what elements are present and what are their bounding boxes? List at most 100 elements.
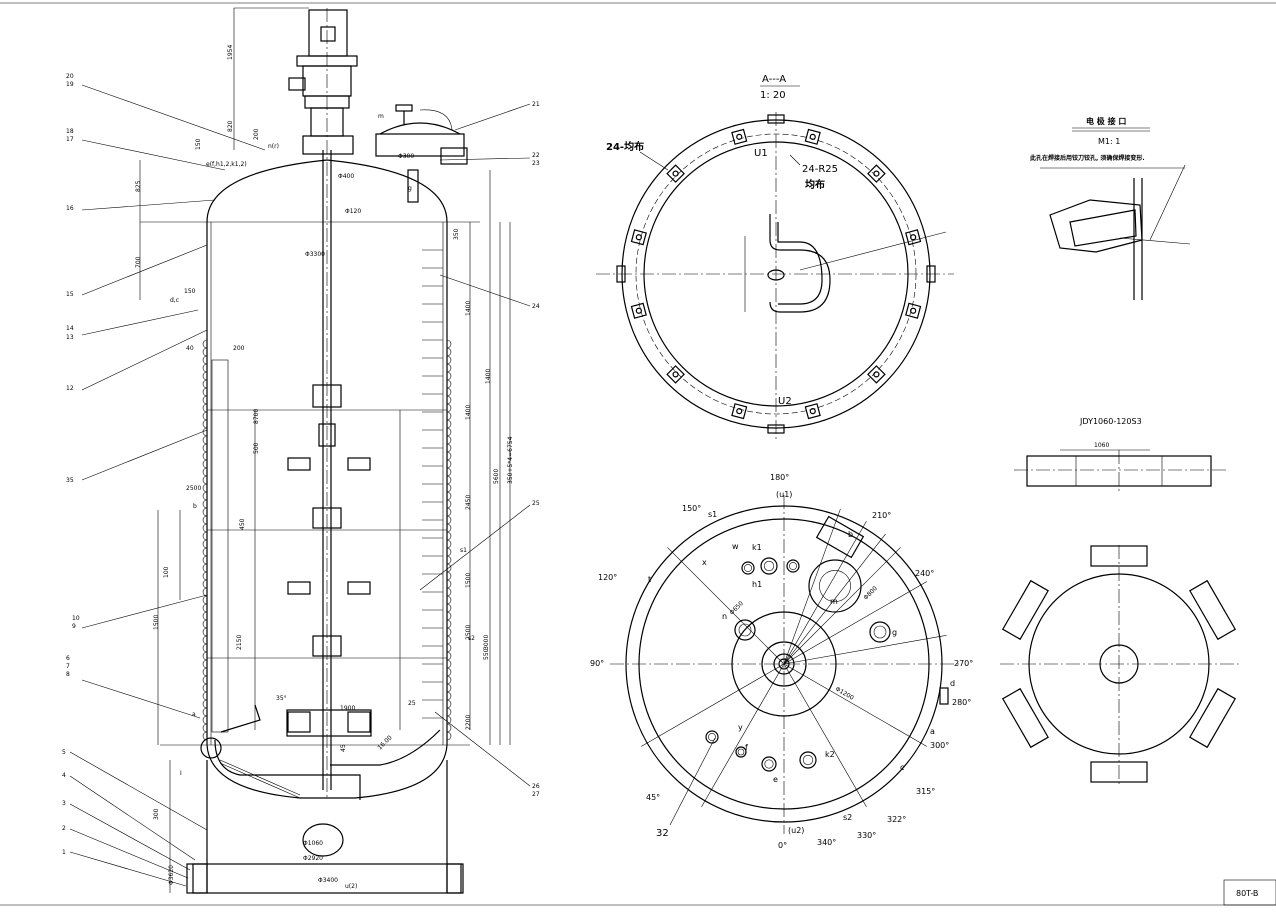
coil-turn-left [202,683,208,693]
coil-turn-left [202,587,208,597]
dimension-text: 825 [135,180,142,192]
dimension-text: 1954 [227,45,234,60]
angle-label: 45° [646,793,660,802]
coil-turn-right [446,475,452,485]
nozzle-bore [802,754,814,766]
coil-turn-left [202,339,208,349]
bolt-hole [736,133,743,140]
dimension-text: 1900 [340,705,355,712]
coil-turn-left [202,715,208,725]
nozzle-bore [819,570,851,602]
coil-turn-right [446,443,452,453]
coil-turn-left [202,531,208,541]
callout-number: 5 [62,749,66,756]
nozzle-label: e [773,775,778,784]
nozzle-label: w [732,542,739,551]
coil-turn-left [202,563,208,573]
coil-turn-right [446,723,452,733]
coil-turn-left [202,707,208,717]
coil-turn-right [446,595,452,605]
nozzle-label: g [892,628,897,637]
coil-turn-left [202,723,208,733]
angle-label: 270° [954,659,973,668]
orientation-ray [783,635,947,665]
lug [616,265,626,283]
bolt-block [905,302,922,319]
slots-label: 24-R25 [802,164,838,175]
coil-turn-left [202,595,208,605]
coil-turn-left [202,627,208,637]
angle-label: 90° [590,659,604,668]
nozzle-label: m [378,113,384,120]
nozzle-label: n(r) [268,143,279,150]
plan-dimension: Φ1200 [834,686,855,702]
uniform-label: 均布 [805,178,825,191]
coil-turn-right [446,715,452,725]
u1-label: U1 [754,148,768,159]
blade [1001,579,1049,641]
coil-turn-right [446,347,452,357]
coil-turn-left [202,419,208,429]
blade [1189,687,1237,749]
angle-label: 322° [887,815,906,824]
coil-turn-left [202,451,208,461]
manhole [375,104,468,203]
callout-number: 17 [66,136,74,143]
callout-number: 16 [66,205,74,212]
coil-turn-right [446,627,452,637]
coil-turn-right [446,643,452,653]
callout-numbers: 2019181716151413123510967854321212223242… [62,73,540,856]
dimension-text: 100 [163,566,170,578]
dimension-text: 550 [483,648,490,660]
coil-turn-right [446,603,452,613]
bolt-block [804,403,821,420]
baffle-detail: JDY1060-120S3 1060 [1014,417,1226,492]
coil-turn-left [202,411,208,421]
bolt-hole [672,371,679,378]
nozzle-label: e(f,h1,2,k1,2) [206,161,247,168]
dimension-text: 150 [195,138,202,150]
bolt-block [630,229,647,246]
nozzle-circle [761,756,777,772]
dimension-text: Φ3300 [305,251,325,258]
coil-turn-left [202,651,208,661]
callout-number: 24 [532,303,540,310]
dimension-text: 2450 [465,495,472,510]
callout-number: 21 [532,101,540,108]
coil-turn-right [446,395,452,405]
dimension-text: 350 [453,228,460,240]
nozzle-label: t [648,575,651,584]
nozzle-label: I [180,770,182,777]
dimension-text: 500 [253,442,260,454]
coil-turn-right [446,491,452,501]
coil-turn-right [446,363,452,373]
coil-turn-right [446,547,452,557]
dimension-text: 450 [239,518,246,530]
coil-turn-right [446,731,452,741]
coil-turn-right [446,403,452,413]
coil-turn-right [446,379,452,389]
coil-turn-left [202,555,208,565]
coil-turn-left [202,611,208,621]
callout-number: 1 [62,849,66,856]
nozzle-circle [705,730,719,744]
nozzle-label: a [192,711,196,718]
electrode-title: 电 极 接 口 [1086,116,1126,126]
coil-turn-right [446,371,452,381]
coil-turn-left [202,467,208,477]
motor-drive [288,8,358,800]
coil-turn-right [446,539,452,549]
angle-label: 280° [952,698,971,707]
coil-turn-right [446,659,452,669]
angle-label: 315° [916,787,935,796]
nozzle-label: u(2) [345,883,357,890]
coil-turn-left [202,571,208,581]
orientation-ray [783,663,867,808]
coil-turn-right [446,651,452,661]
nozzle-circle [734,619,756,641]
baffle-dim: 1060 [1094,442,1109,449]
coil-turn-left [202,643,208,653]
coil-turn-right [446,579,452,589]
bolt-block [731,403,748,420]
